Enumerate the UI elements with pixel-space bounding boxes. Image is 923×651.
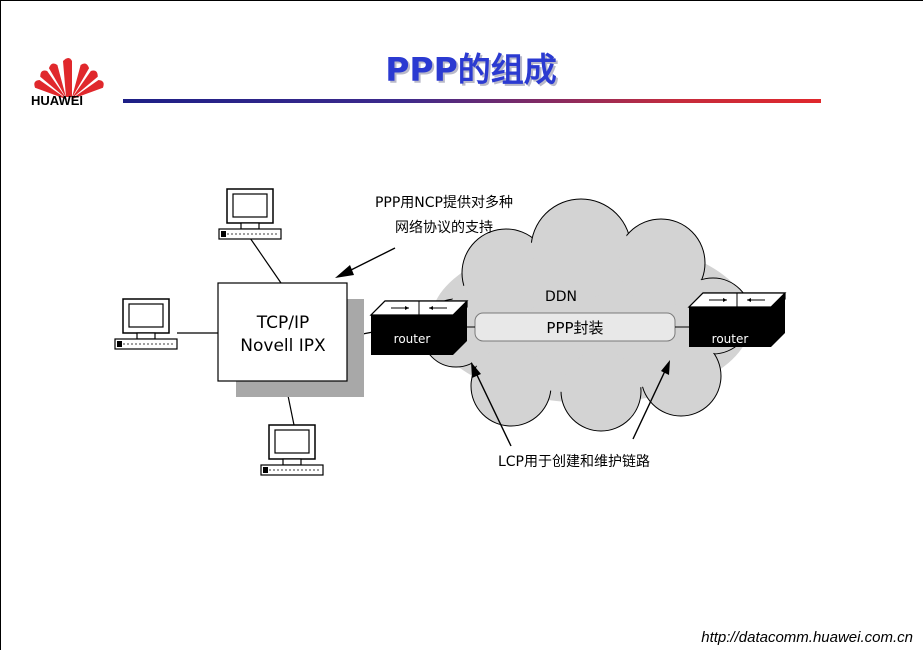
protocol-tcpip: TCP/IP <box>256 313 310 333</box>
pc-bottom <box>260 424 324 476</box>
ppp-encap-label: PPP封装 <box>546 319 603 337</box>
protocol-ipx: Novell IPX <box>240 336 326 356</box>
protocol-box <box>217 282 348 382</box>
router-left: router <box>370 300 468 356</box>
huawei-logo <box>34 58 104 100</box>
lcp-arrow-right <box>632 360 670 440</box>
pc-left <box>114 298 178 350</box>
router-right: router <box>688 292 786 348</box>
svg-text:router: router <box>712 332 749 346</box>
ncp-note-line2: 网络协议的支持 <box>395 220 493 236</box>
lcp-arrow-left <box>471 362 512 447</box>
svg-text:router: router <box>394 332 431 346</box>
title-divider <box>123 99 821 103</box>
page-title: PPP的组成 <box>385 50 557 89</box>
link-top-pc <box>247 234 282 284</box>
footer-url: http://datacomm.huawei.com.cn <box>701 629 913 646</box>
brand-name: HUAWEI <box>31 93 83 108</box>
ddn-label: DDN <box>545 289 577 305</box>
ncp-arrow <box>335 247 396 278</box>
lcp-note: LCP用于创建和维护链路 <box>498 454 650 470</box>
ncp-note-line1: PPP用NCP提供对多种 <box>375 194 513 211</box>
pc-top <box>218 188 282 240</box>
